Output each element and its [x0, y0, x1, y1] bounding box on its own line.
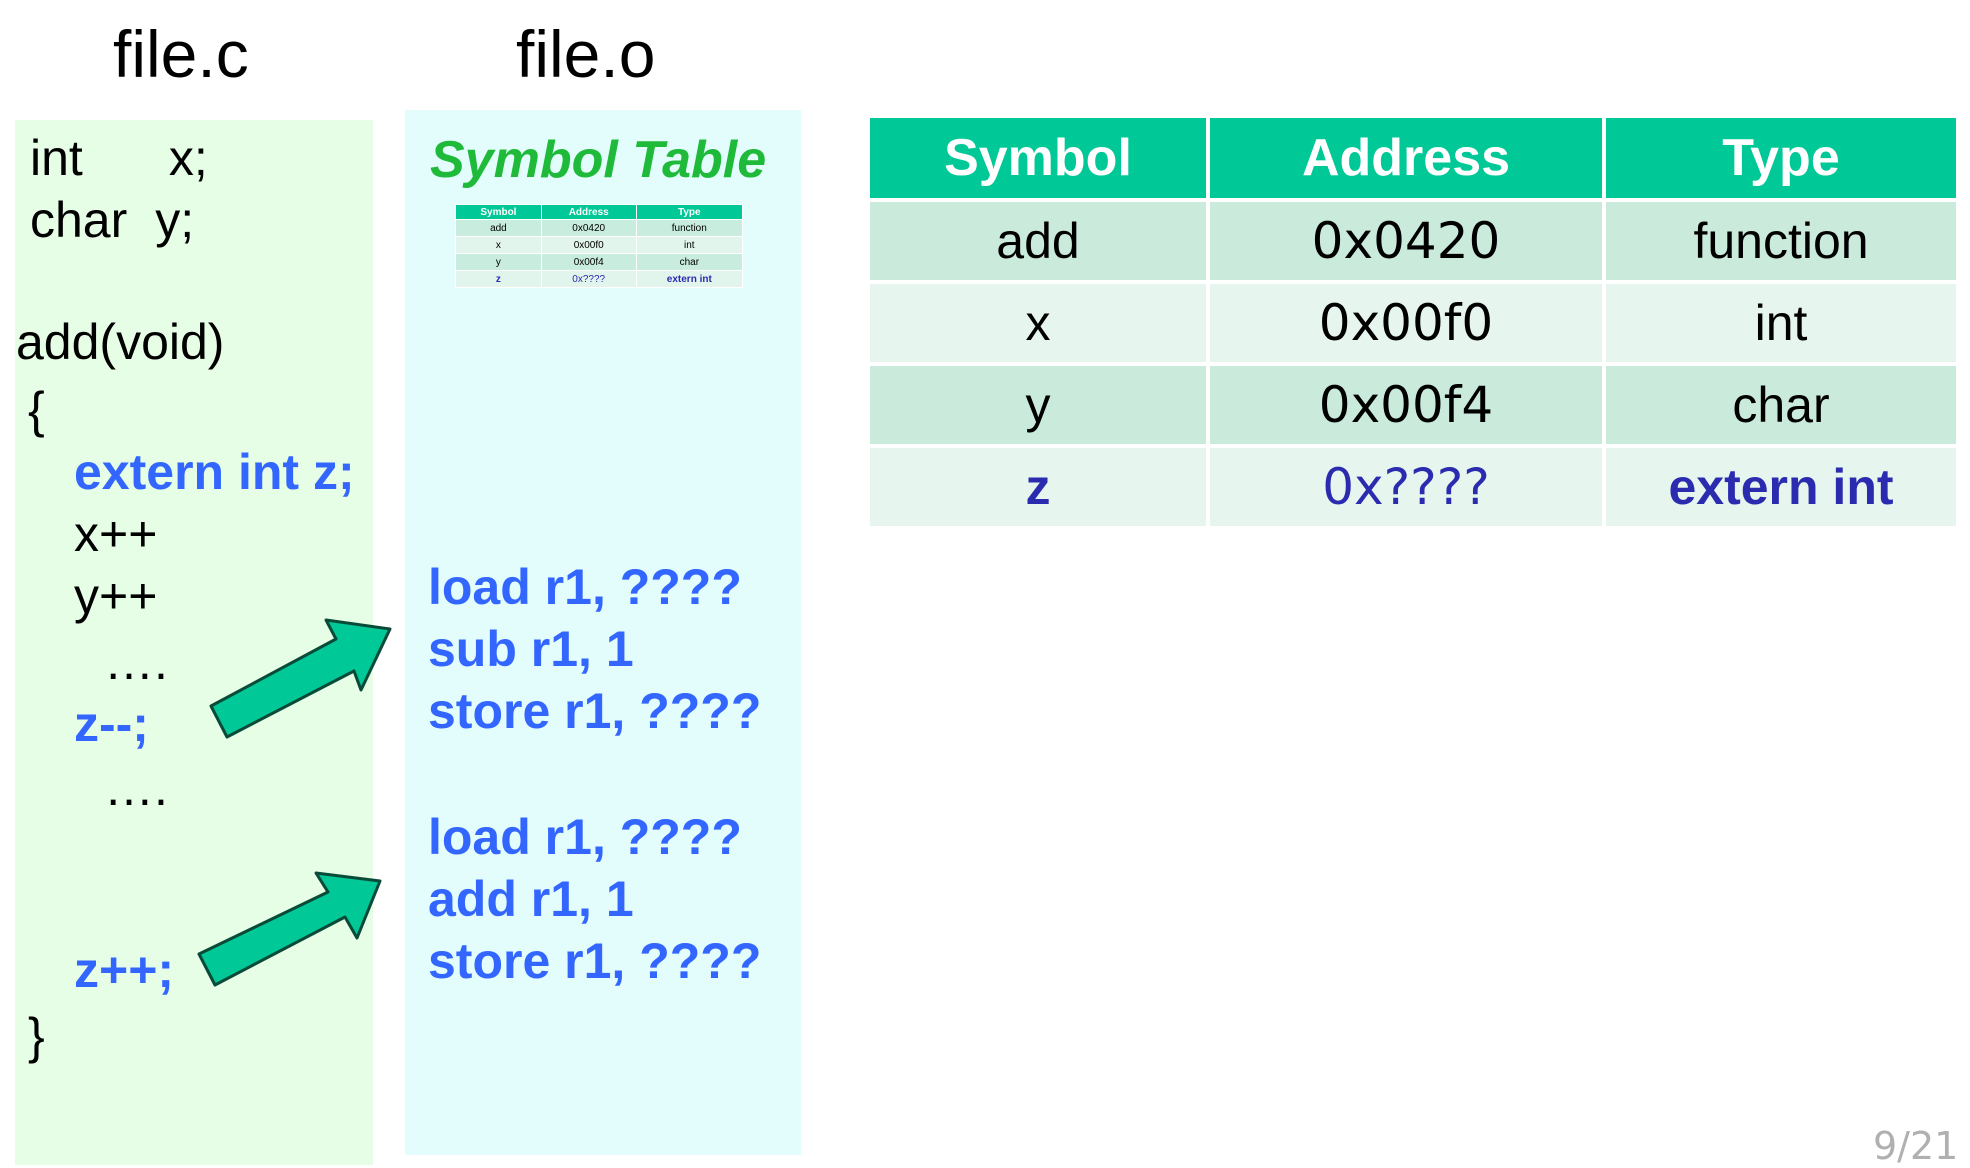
header-symbol: Symbol	[866, 114, 1210, 202]
mini-cell: z	[455, 270, 542, 288]
symbol-table-heading: Symbol Table	[430, 131, 767, 189]
open-brace: {	[28, 382, 45, 438]
symbol-cell: x	[866, 280, 1210, 366]
z-decrement: z--;	[74, 696, 149, 752]
func-signature: add(void)	[16, 314, 225, 370]
type-cell: extern int	[1602, 444, 1960, 530]
asm-line: add r1, 1	[428, 871, 634, 927]
close-brace: }	[28, 1008, 45, 1064]
header-type: Type	[1602, 114, 1960, 202]
table-row: y 0x00f4 char	[866, 362, 1960, 448]
mini-cell: 0x????	[540, 270, 637, 288]
type-cell: char	[1602, 362, 1960, 448]
header-address: Address	[1206, 114, 1606, 202]
asm-line: load r1, ????	[428, 559, 742, 615]
table-row: z 0x???? extern int	[866, 444, 1960, 530]
address-cell: 0x00f0	[1206, 280, 1606, 366]
symbol-cell: z	[866, 444, 1210, 530]
mini-cell: y	[455, 253, 542, 271]
type-cell: function	[1602, 198, 1960, 284]
address-cell: 0x00f4	[1206, 362, 1606, 448]
y-increment: y++	[74, 568, 158, 624]
page-number: 9/21	[1873, 1124, 1959, 1168]
object-file-title: file.o	[516, 17, 656, 91]
mini-header: Type	[635, 204, 744, 220]
ellipsis-1: ….	[104, 634, 168, 690]
asm-line: sub r1, 1	[428, 621, 634, 677]
asm-line: load r1, ????	[428, 809, 742, 865]
source-file-title: file.c	[113, 17, 249, 91]
source-code-panel	[15, 120, 373, 1165]
asm-line: store r1, ????	[428, 933, 762, 989]
address-cell: 0x0420	[1206, 198, 1606, 284]
mini-cell: x	[455, 236, 542, 254]
mini-cell: function	[635, 219, 744, 237]
extern-declaration: extern int z;	[74, 444, 355, 500]
symbol-cell: y	[866, 362, 1210, 448]
arrow-z-dec-to-asm	[209, 618, 392, 739]
type-cell: int	[1602, 280, 1960, 366]
mini-cell: char	[635, 253, 744, 271]
z-increment: z++;	[74, 942, 175, 998]
arrow-z-inc-to-asm	[197, 871, 382, 987]
mini-header: Symbol	[455, 204, 542, 220]
table-row: x 0x00f0 int	[866, 280, 1960, 366]
mini-cell: 0x00f4	[540, 253, 637, 271]
asm-line: store r1, ????	[428, 683, 762, 739]
address-cell: 0x????	[1206, 444, 1606, 530]
mini-header: Address	[540, 204, 637, 220]
symbol-table: Symbol Address Type add 0x0420 function …	[866, 114, 1960, 530]
table-row: add 0x0420 function	[866, 198, 1960, 284]
mini-cell: extern int	[635, 270, 744, 288]
symbol-cell: add	[866, 198, 1210, 284]
ellipsis-2: ….	[104, 760, 168, 816]
x-increment: x++	[74, 506, 158, 562]
